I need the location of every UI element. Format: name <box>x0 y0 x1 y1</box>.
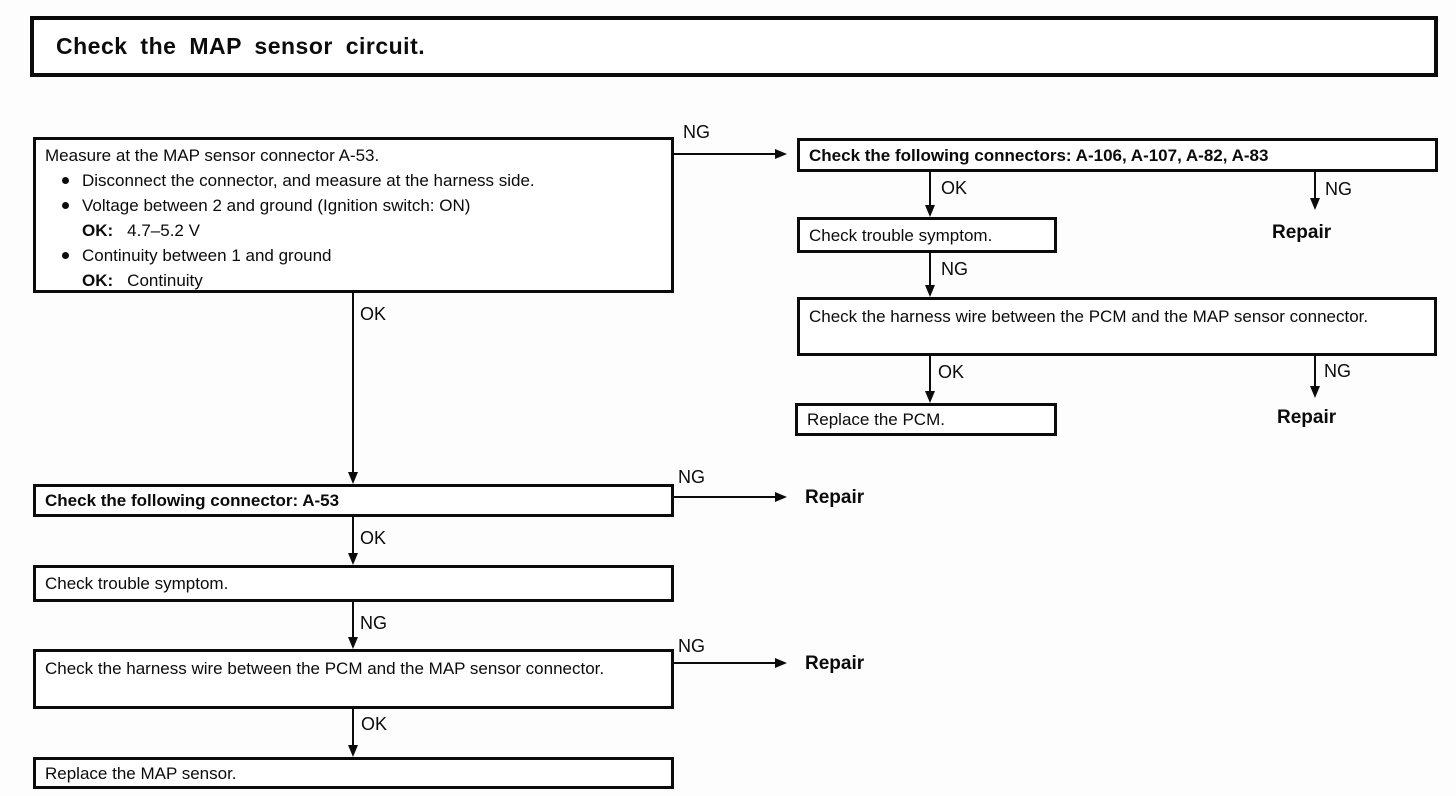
arrow-ok-harness-to-replace-pcm <box>925 356 935 403</box>
bullet-icon <box>62 177 69 184</box>
measure-bullet-3: Continuity between 1 and ground <box>45 243 662 268</box>
terminal-repair: Repair <box>1277 407 1337 428</box>
arrow-ng-trouble-to-harness-right <box>925 253 935 297</box>
node-check-trouble-symptom-right: Check trouble symptom. <box>797 217 1057 253</box>
bullet-icon <box>62 252 69 259</box>
node-check-connector-a53: Check the following connector: A-53 <box>33 484 674 517</box>
terminal-repair: Repair <box>805 653 865 674</box>
edge-label-ng: NG <box>941 259 968 279</box>
edge-label-ng: NG <box>678 467 705 487</box>
node-check-connectors: Check the following connectors: A-106, A… <box>797 138 1438 172</box>
measure-bullet-2: Voltage between 2 and ground (Ignition s… <box>45 193 662 218</box>
node-measure-map-sensor: Measure at the MAP sensor connector A-53… <box>33 137 674 293</box>
edge-label-ng: NG <box>683 122 710 142</box>
edge-label-ok: OK <box>361 714 388 734</box>
arrow-ng-measure-to-connectors <box>674 149 787 159</box>
bullet-icon <box>62 202 69 209</box>
edge-label-ok: OK <box>360 304 387 324</box>
node-check-harness-right: Check the harness wire between the PCM a… <box>797 297 1437 356</box>
arrow-ok-harness-to-replace-map <box>348 709 358 757</box>
edge-label-ng: NG <box>360 613 387 633</box>
measure-heading: Measure at the MAP sensor connector A-53… <box>45 146 380 165</box>
title-box: Check the MAP sensor circuit. <box>30 16 1438 77</box>
arrow-ng-harness-left-to-repair <box>674 658 787 668</box>
edge-label-ok: OK <box>938 362 965 382</box>
terminal-repair: Repair <box>805 487 865 508</box>
arrow-ok-measure-to-a53 <box>348 293 358 484</box>
page-title: Check the MAP sensor circuit. <box>56 33 426 59</box>
edge-label-ng: NG <box>1325 179 1352 199</box>
arrow-ng-a53-to-repair <box>674 492 787 502</box>
arrow-ok-connectors-to-trouble <box>925 172 935 217</box>
measure-ok-continuity: OK:Continuity <box>82 271 203 290</box>
measure-bullet-1: Disconnect the connector, and measure at… <box>45 168 662 193</box>
edge-label-ng: NG <box>678 636 705 656</box>
edge-label-ok: OK <box>941 178 968 198</box>
edge-label-ng: NG <box>1324 361 1351 381</box>
arrow-ng-harness-right-to-repair <box>1310 356 1320 398</box>
arrow-ng-connectors-to-repair <box>1310 172 1320 210</box>
node-replace-pcm: Replace the PCM. <box>795 403 1057 436</box>
node-check-trouble-symptom-left: Check trouble symptom. <box>33 565 674 602</box>
node-check-harness-left: Check the harness wire between the PCM a… <box>33 649 674 709</box>
arrow-ng-trouble-to-harness-left <box>348 602 358 649</box>
node-replace-map-sensor: Replace the MAP sensor. <box>33 757 674 789</box>
edge-label-ok: OK <box>360 528 387 548</box>
arrow-ok-a53-to-trouble <box>348 516 358 565</box>
terminal-repair: Repair <box>1272 222 1332 243</box>
measure-ok-voltage: OK:4.7–5.2 V <box>82 221 200 240</box>
